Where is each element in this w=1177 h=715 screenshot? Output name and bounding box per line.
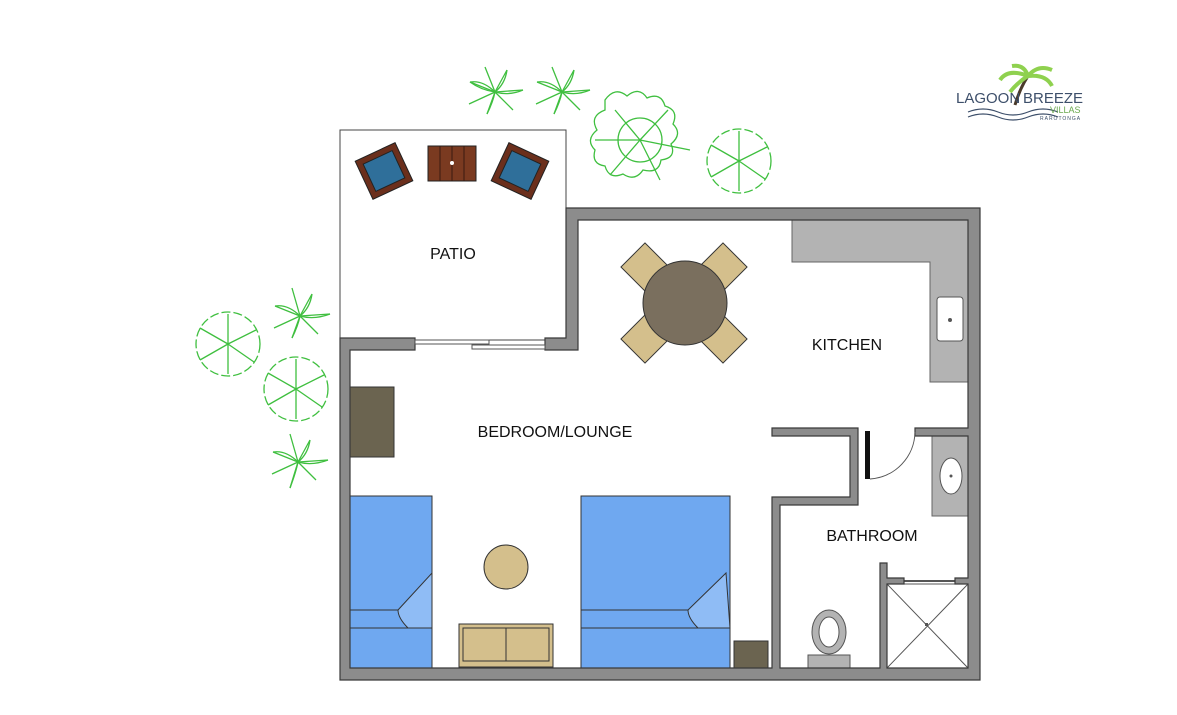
room-label-kitchen: KITCHEN [812, 337, 882, 354]
room-label-bathroom: BATHROOM [826, 528, 917, 545]
svg-text:RAROTONGA: RAROTONGA [1040, 116, 1081, 122]
plant-icon [195, 311, 261, 377]
sliding-door [414, 339, 546, 350]
walls [339, 207, 981, 681]
room-label-patio: PATIO [430, 246, 476, 263]
svg-text:LAGOON: LAGOON [956, 90, 1020, 107]
patio-table-icon [427, 145, 477, 182]
svg-text:VILLAS: VILLAS [1050, 105, 1081, 115]
svg-text:BREEZE: BREEZE [1023, 90, 1083, 107]
plant-icon [273, 287, 331, 339]
plant-icon [589, 90, 691, 181]
sofa-icon [458, 623, 554, 668]
plant-icon [263, 356, 329, 422]
plant-icon [468, 66, 524, 115]
round-coffee-table [483, 544, 529, 590]
lagoon-breeze-logo: LAGOON BREEZE VILLAS RAROTONGA [956, 63, 1083, 122]
plants [195, 66, 772, 489]
plant-icon [535, 66, 591, 115]
room-label-bedroom-lounge: BEDROOM/LOUNGE [478, 424, 633, 441]
dining-set-icon [620, 242, 748, 364]
plant-icon [706, 128, 772, 194]
patio-chair-icon [490, 142, 550, 200]
bedside-table [733, 640, 769, 669]
toilet-icon [807, 609, 851, 669]
double-bed-icon [580, 495, 731, 669]
plant-icon [271, 433, 329, 489]
bathroom-door [865, 431, 916, 480]
shower-icon [886, 580, 969, 669]
side-cabinet [349, 386, 395, 458]
patio-chair-icon [354, 142, 414, 200]
single-bed-icon [349, 495, 433, 669]
